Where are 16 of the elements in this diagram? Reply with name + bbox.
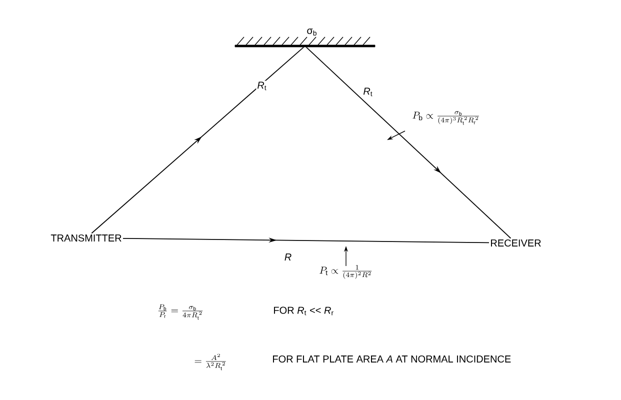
arrow: [306, 46, 512, 239]
arrow: [91, 46, 304, 234]
formula: $= \frac{A^2}{\lambda^2 R_\mathrm{t}^{\,2}}$: [194, 354, 226, 370]
beside-label: σ$_{b}$: [307, 28, 316, 36]
edge-label: R$_{t}$: [362, 86, 374, 98]
formula: $P_\mathrm{t} \propto \frac{1}{(4\pi)^2 R^2}$: [320, 265, 372, 279]
formula: $\frac{P_\mathrm{b}}{P_\mathrm{r}} = \frac{\sigma_\mathrm{b}}{4\pi R_\mathrm{t}^{\,2}}$: [158, 304, 203, 320]
note-text: FOR R$_{t}$ << R$_{r}$: [274, 306, 334, 316]
node-label: TRANSMITTER: [50, 234, 122, 242]
reflector-plate-drawing: [234, 36, 376, 48]
formula: $P_\mathrm{b} \propto \frac{\sigma_\mathrm{b}}{(4\pi)^3 R_\mathrm{t}^{\,2} R_\mathrm{r}^{\,2}}$: [412, 111, 479, 125]
arrow: [122, 238, 490, 244]
edge-label: R: [283, 252, 293, 262]
edge-label: R$_{t}$: [256, 80, 268, 92]
note-text: FOR FLAT PLATE AREA A AT NORMAL INCIDENCE: [273, 355, 511, 363]
node-label: RECEIVER: [491, 239, 541, 247]
